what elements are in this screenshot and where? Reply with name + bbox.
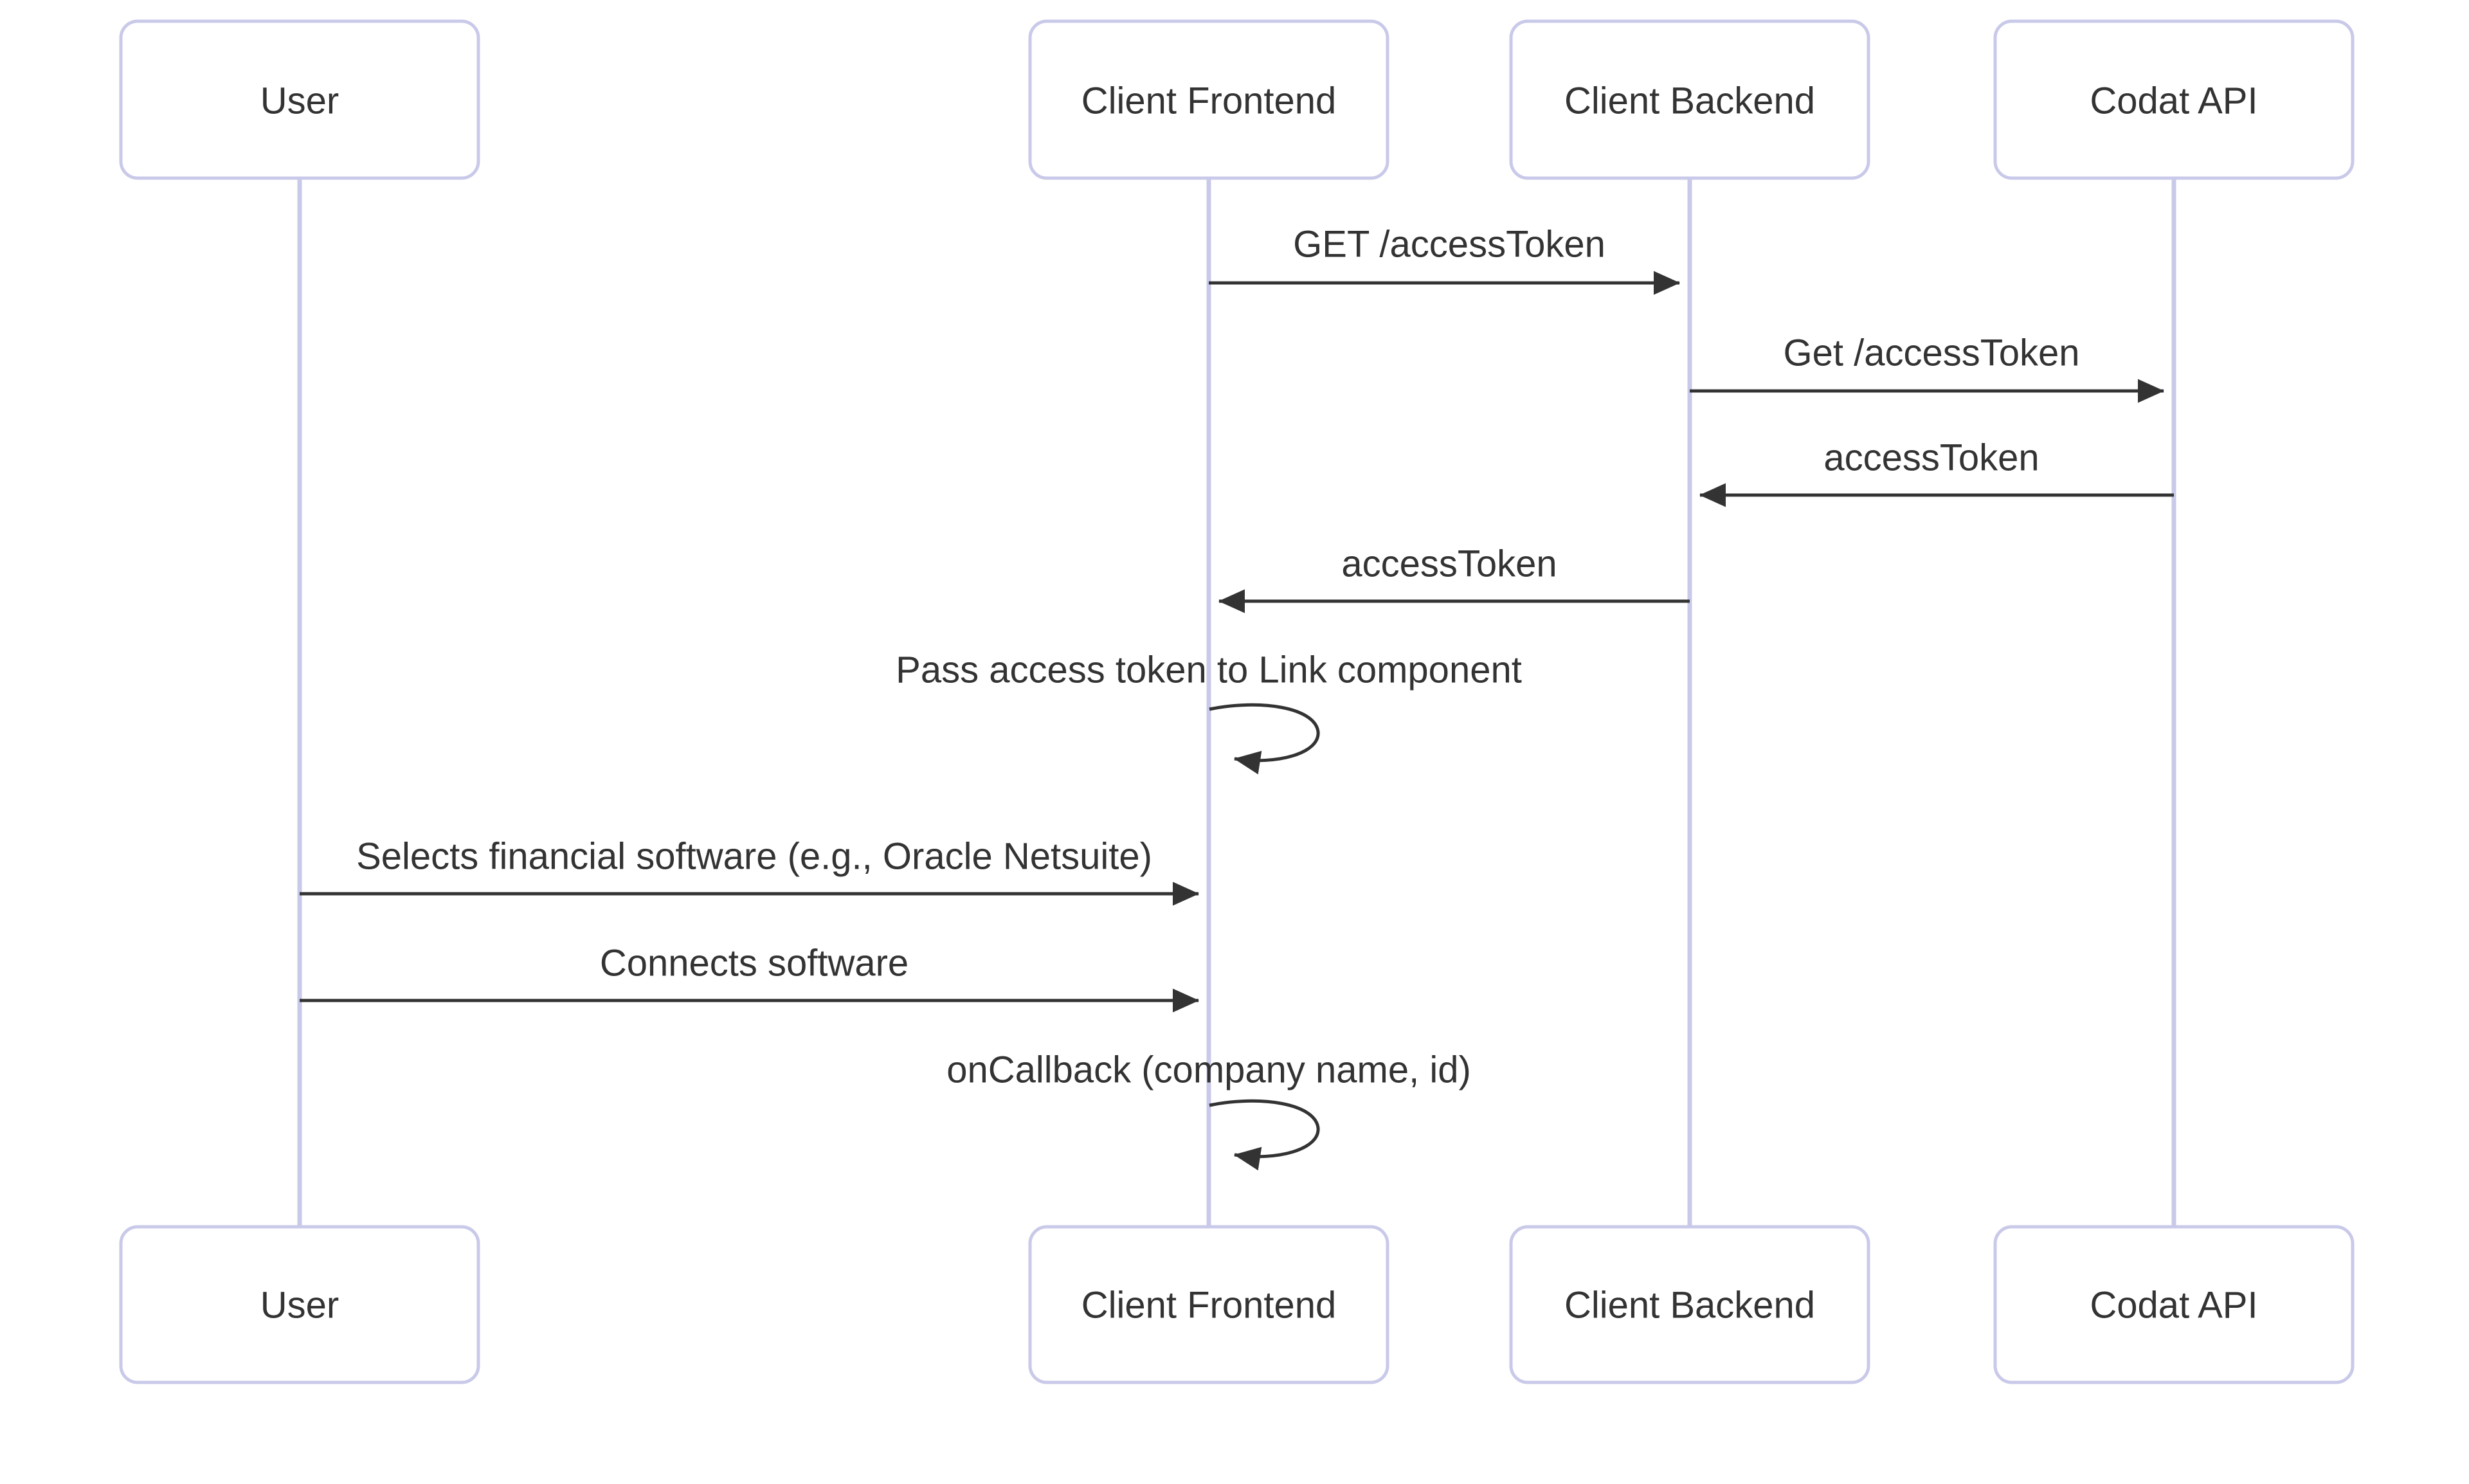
lifelines [297, 177, 2176, 1228]
message-oncallback-self: onCallback (company name, id) [946, 1049, 1471, 1171]
message-label: Get /accessToken [1784, 332, 2080, 374]
message-pass-access-token-self: Pass access token to Link component [896, 649, 1522, 775]
actor-box [1028, 19, 1389, 180]
self-loop-arrow [1209, 703, 1320, 775]
message-label: GET /accessToken [1293, 224, 1605, 266]
actor-bottom-codat-api: Codat API [1993, 1225, 2355, 1384]
actor-bottom-client-backend: Client Backend [1509, 1225, 1870, 1384]
actor-box [1993, 19, 2355, 180]
message-label: accessToken [1823, 437, 2039, 479]
message-get-accesstoken-frontend-backend: GET /accessToken [1209, 224, 1680, 295]
message-label: accessToken [1341, 543, 1557, 585]
message-selects-financial-software: Selects financial software (e.g., Oracle… [300, 836, 1199, 906]
message-label: Connects software [600, 943, 909, 984]
self-loop-arrow [1209, 1099, 1320, 1171]
actor-label: Codat API [2090, 1285, 2257, 1326]
actor-bottom-user: User [119, 1225, 480, 1384]
actor-box [1509, 1225, 1870, 1384]
message-accesstoken-codat-backend: accessToken [1699, 437, 2174, 507]
actor-label: Client Frontend [1081, 1285, 1337, 1326]
actor-label: Client Frontend [1081, 80, 1337, 122]
actor-label: Client Backend [1564, 80, 1815, 122]
message-label: Selects financial software (e.g., Oracle… [356, 836, 1152, 878]
message-get-accesstoken-backend-codat: Get /accessToken [1690, 332, 2164, 403]
actor-box [119, 19, 480, 180]
actor-label: User [260, 80, 339, 122]
actor-label: Codat API [2090, 80, 2257, 122]
actor-label: User [260, 1285, 339, 1326]
actor-box [1993, 1225, 2355, 1384]
actor-bottom-client-frontend: Client Frontend [1028, 1225, 1389, 1384]
actor-box [119, 1225, 480, 1384]
message-label: onCallback (company name, id) [946, 1049, 1471, 1091]
actor-top-codat-api: Codat API [1993, 19, 2355, 180]
actor-box [1509, 19, 1870, 180]
actor-box [1028, 1225, 1389, 1384]
message-connects-software: Connects software [300, 943, 1199, 1013]
actor-top-user: User [119, 19, 480, 180]
actor-top-client-backend: Client Backend [1509, 19, 1870, 180]
message-accesstoken-backend-frontend: accessToken [1218, 543, 1690, 613]
message-label: Pass access token to Link component [896, 649, 1522, 691]
actor-label: Client Backend [1564, 1285, 1815, 1326]
actor-top-client-frontend: Client Frontend [1028, 19, 1389, 180]
